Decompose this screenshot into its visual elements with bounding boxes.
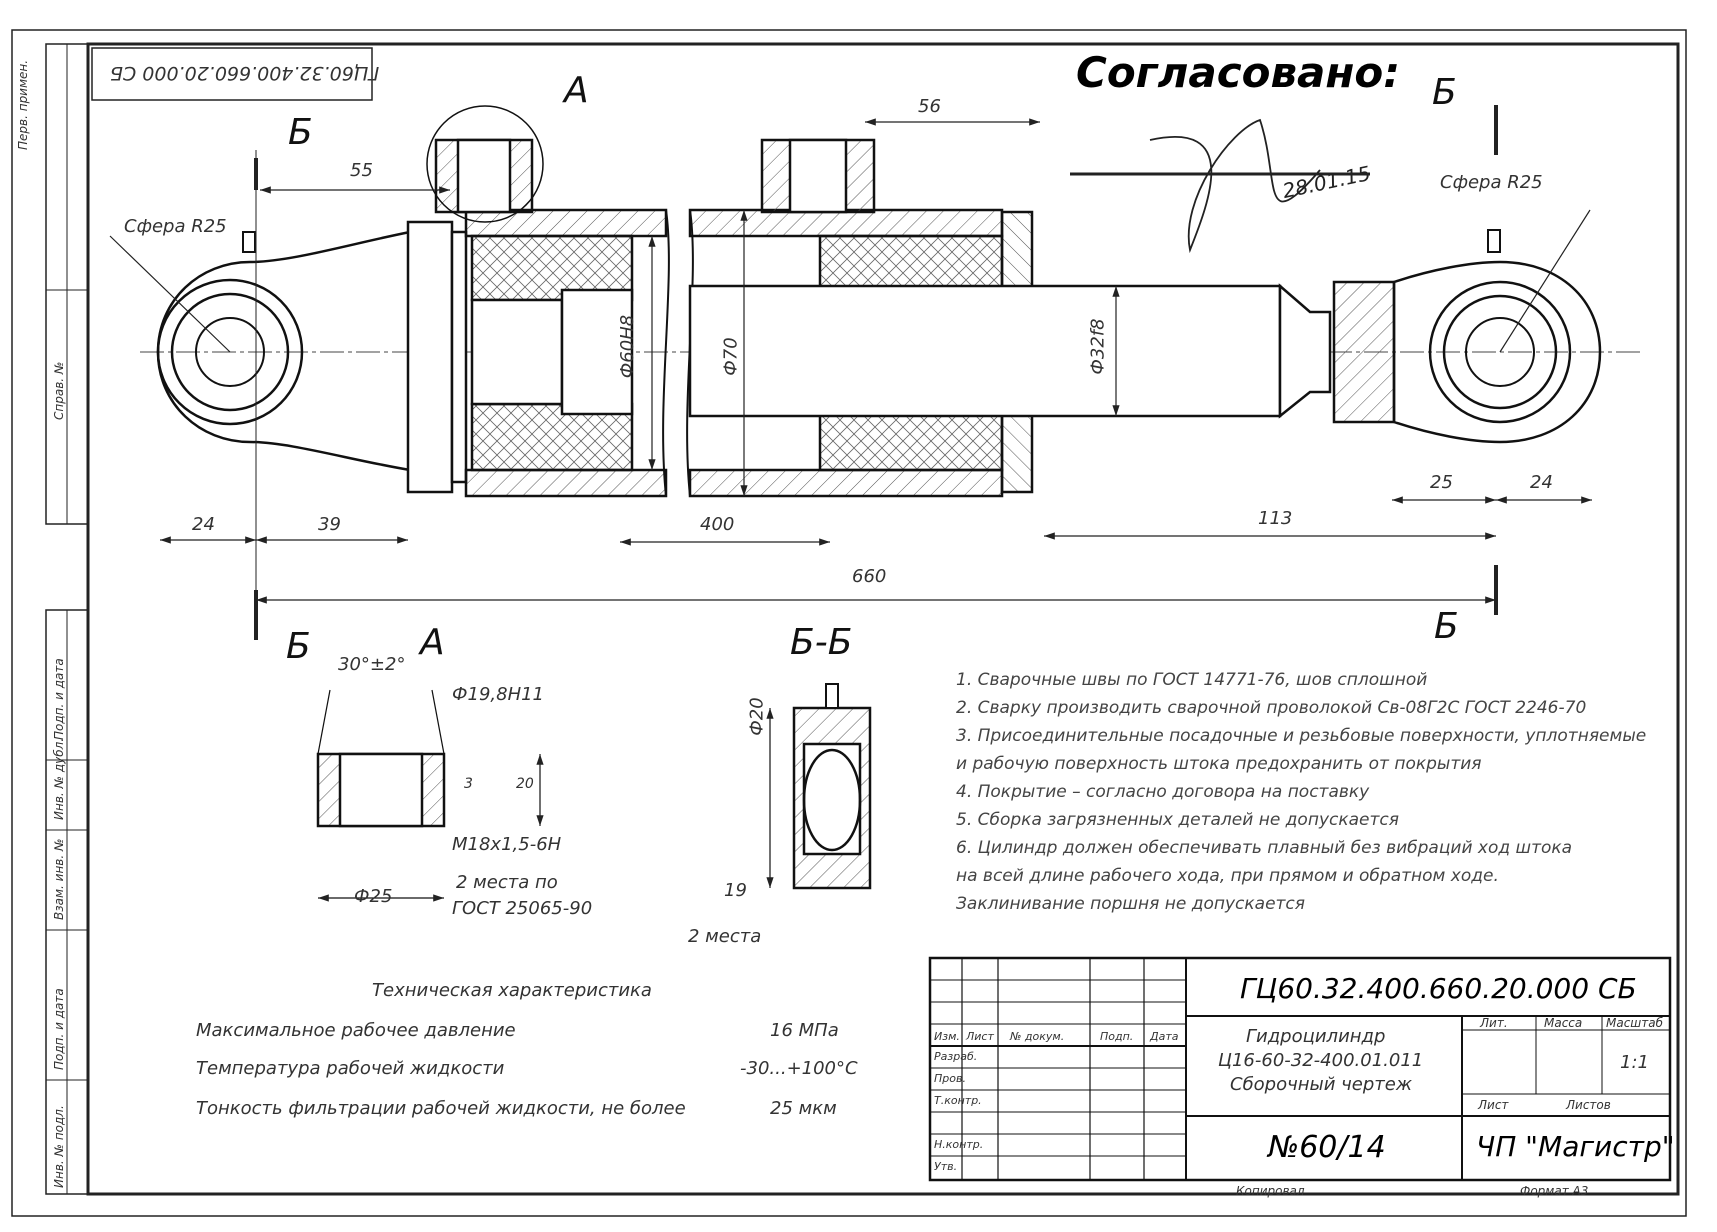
title-col-mass: Масса <box>1544 1016 1583 1030</box>
detail-places: 2 места по <box>456 872 558 893</box>
dim-660: 660 <box>852 566 887 587</box>
dim-dia-piston: Ф60Н8 <box>617 314 639 379</box>
bb-width: 19 <box>724 880 747 901</box>
title-name-2: Ц16-60-32-400.01.011 <box>1218 1050 1424 1071</box>
title-name-3: Сборочный чертеж <box>1230 1074 1413 1095</box>
detail-gost: ГОСТ 25065-90 <box>452 898 593 919</box>
rotated-doc-number: ГЦ60.32.400.660.20.000 СБ <box>110 62 380 84</box>
tech-row-1-value: 16 МПа <box>770 1020 839 1041</box>
section-label-b-left-bottom: Б <box>286 626 311 667</box>
view-label-a-top: А <box>564 70 589 111</box>
title-scale-value: 1:1 <box>1620 1052 1649 1073</box>
side-stamp-3: Подп. и дата <box>52 658 66 740</box>
title-role-approved: Утв. <box>934 1160 958 1173</box>
tech-row-3-value: 25 мкм <box>770 1098 837 1119</box>
note-line-4: и рабочую поверхность штока предохранить… <box>956 754 1482 774</box>
title-role-ncontr: Н.контр. <box>934 1138 984 1151</box>
dim-dia-70: Ф70 <box>720 337 742 376</box>
note-line-1: 1. Сварочные швы по ГОСТ 14771-76, шов с… <box>956 670 1428 690</box>
detail-a-title: А <box>420 622 445 663</box>
approved-label: Согласовано: <box>1076 48 1401 97</box>
dim-25: 25 <box>1430 472 1453 493</box>
piston-rod <box>688 283 1332 419</box>
dim-55: 55 <box>350 160 373 181</box>
detail-a-view <box>316 689 544 902</box>
section-bb-title: Б-Б <box>790 622 853 663</box>
title-role-izm: Изм. <box>934 1030 960 1043</box>
bb-dia: Ф20 <box>746 697 768 736</box>
title-sheet: Лист <box>1478 1098 1509 1112</box>
title-format: Формат А3 <box>1520 1184 1589 1198</box>
side-stamp-2: Справ. № <box>52 361 66 420</box>
right-eye-mount <box>1332 229 1602 444</box>
title-role-doc: № докум. <box>1010 1030 1065 1043</box>
dim-39: 39 <box>318 514 341 535</box>
detail-thread: М18х1,5-6Н <box>452 834 562 855</box>
break-lines <box>662 209 694 497</box>
note-line-2: 2. Сварку производить сварочной проволок… <box>956 698 1587 718</box>
title-sheets: Листов <box>1566 1098 1611 1112</box>
detail-dia-25: Ф25 <box>354 886 393 907</box>
title-name-1: Гидроцилиндр <box>1246 1026 1386 1047</box>
side-stamp-5: Взам. инв. № <box>52 838 66 920</box>
ports <box>434 138 876 214</box>
tech-row-1-label: Максимальное рабочее давление <box>196 1020 516 1041</box>
title-role-list: Лист <box>966 1030 994 1043</box>
dim-dia-rod: Ф32f8 <box>1087 318 1109 375</box>
section-label-b-right-bottom: Б <box>1434 606 1459 647</box>
sheet-frame <box>11 29 1687 1217</box>
title-role-sign: Подп. <box>1100 1030 1134 1043</box>
sphere-left-label: Сфера R25 <box>124 216 227 237</box>
section-bb-view <box>766 683 872 890</box>
sphere-right-label: Сфера R25 <box>1440 172 1543 193</box>
title-role-dev: Разраб. <box>934 1050 978 1063</box>
side-stamp-1: Перв. примен. <box>16 59 30 150</box>
tech-row-3-label: Тонкость фильтрации рабочей жидкости, не… <box>196 1098 686 1119</box>
tech-heading: Техническая характеристика <box>372 980 652 1001</box>
dim-56: 56 <box>918 96 941 117</box>
tech-row-2-value: -30...+100°С <box>740 1058 858 1079</box>
title-order: №60/14 <box>1268 1130 1386 1165</box>
title-company: ЧП "Магистр" <box>1476 1130 1675 1163</box>
detail-depth-3: 3 <box>464 776 473 792</box>
title-designation: ГЦ60.32.400.660.20.000 СБ <box>1240 972 1637 1005</box>
approval-signature <box>1149 118 1321 254</box>
note-line-7: 6. Цилиндр должен обеспечивать плавный б… <box>956 838 1573 858</box>
section-label-b-right-top: Б <box>1432 72 1457 113</box>
title-copied: Копировал <box>1236 1184 1305 1198</box>
note-line-6: 5. Сборка загрязненных деталей не допуск… <box>956 810 1399 830</box>
side-stamp-7: Инв. № подл. <box>52 1105 66 1188</box>
section-label-b-left-top: Б <box>288 112 313 153</box>
dim-113: 113 <box>1258 508 1293 529</box>
note-line-9: Заклинивание поршня не допускается <box>956 894 1306 914</box>
side-stamp-6: Подп. и дата <box>52 988 66 1070</box>
detail-angle: 30°±2° <box>338 654 406 675</box>
title-col-lit: Лит. <box>1480 1016 1508 1030</box>
note-line-5: 4. Покрытие – согласно договора на поста… <box>956 782 1370 802</box>
title-role-check: Пров. <box>934 1072 966 1085</box>
title-role-tcontr: Т.контр. <box>934 1094 982 1107</box>
detail-depth-20: 20 <box>516 776 534 792</box>
detail-a-circle <box>426 105 544 223</box>
detail-bore: Ф19,8Н11 <box>452 684 545 705</box>
note-line-8: на всей длине рабочего хода, при прямом … <box>956 866 1499 886</box>
tech-row-2-label: Температура рабочей жидкости <box>196 1058 505 1079</box>
note-line-3: 3. Присоединительные посадочные и резьбо… <box>956 726 1647 746</box>
dim-400: 400 <box>700 514 735 535</box>
left-eye-mount <box>156 230 412 472</box>
title-role-date: Дата <box>1150 1030 1179 1043</box>
bb-places: 2 места <box>688 926 762 947</box>
title-col-scale: Масштаб <box>1606 1016 1664 1030</box>
dim-24-left: 24 <box>192 514 215 535</box>
side-stamp-4: Инв. № дубл. <box>52 737 66 820</box>
title-block <box>928 956 1672 1182</box>
dimension-lines <box>109 105 1592 640</box>
dim-24-right: 24 <box>1530 472 1553 493</box>
